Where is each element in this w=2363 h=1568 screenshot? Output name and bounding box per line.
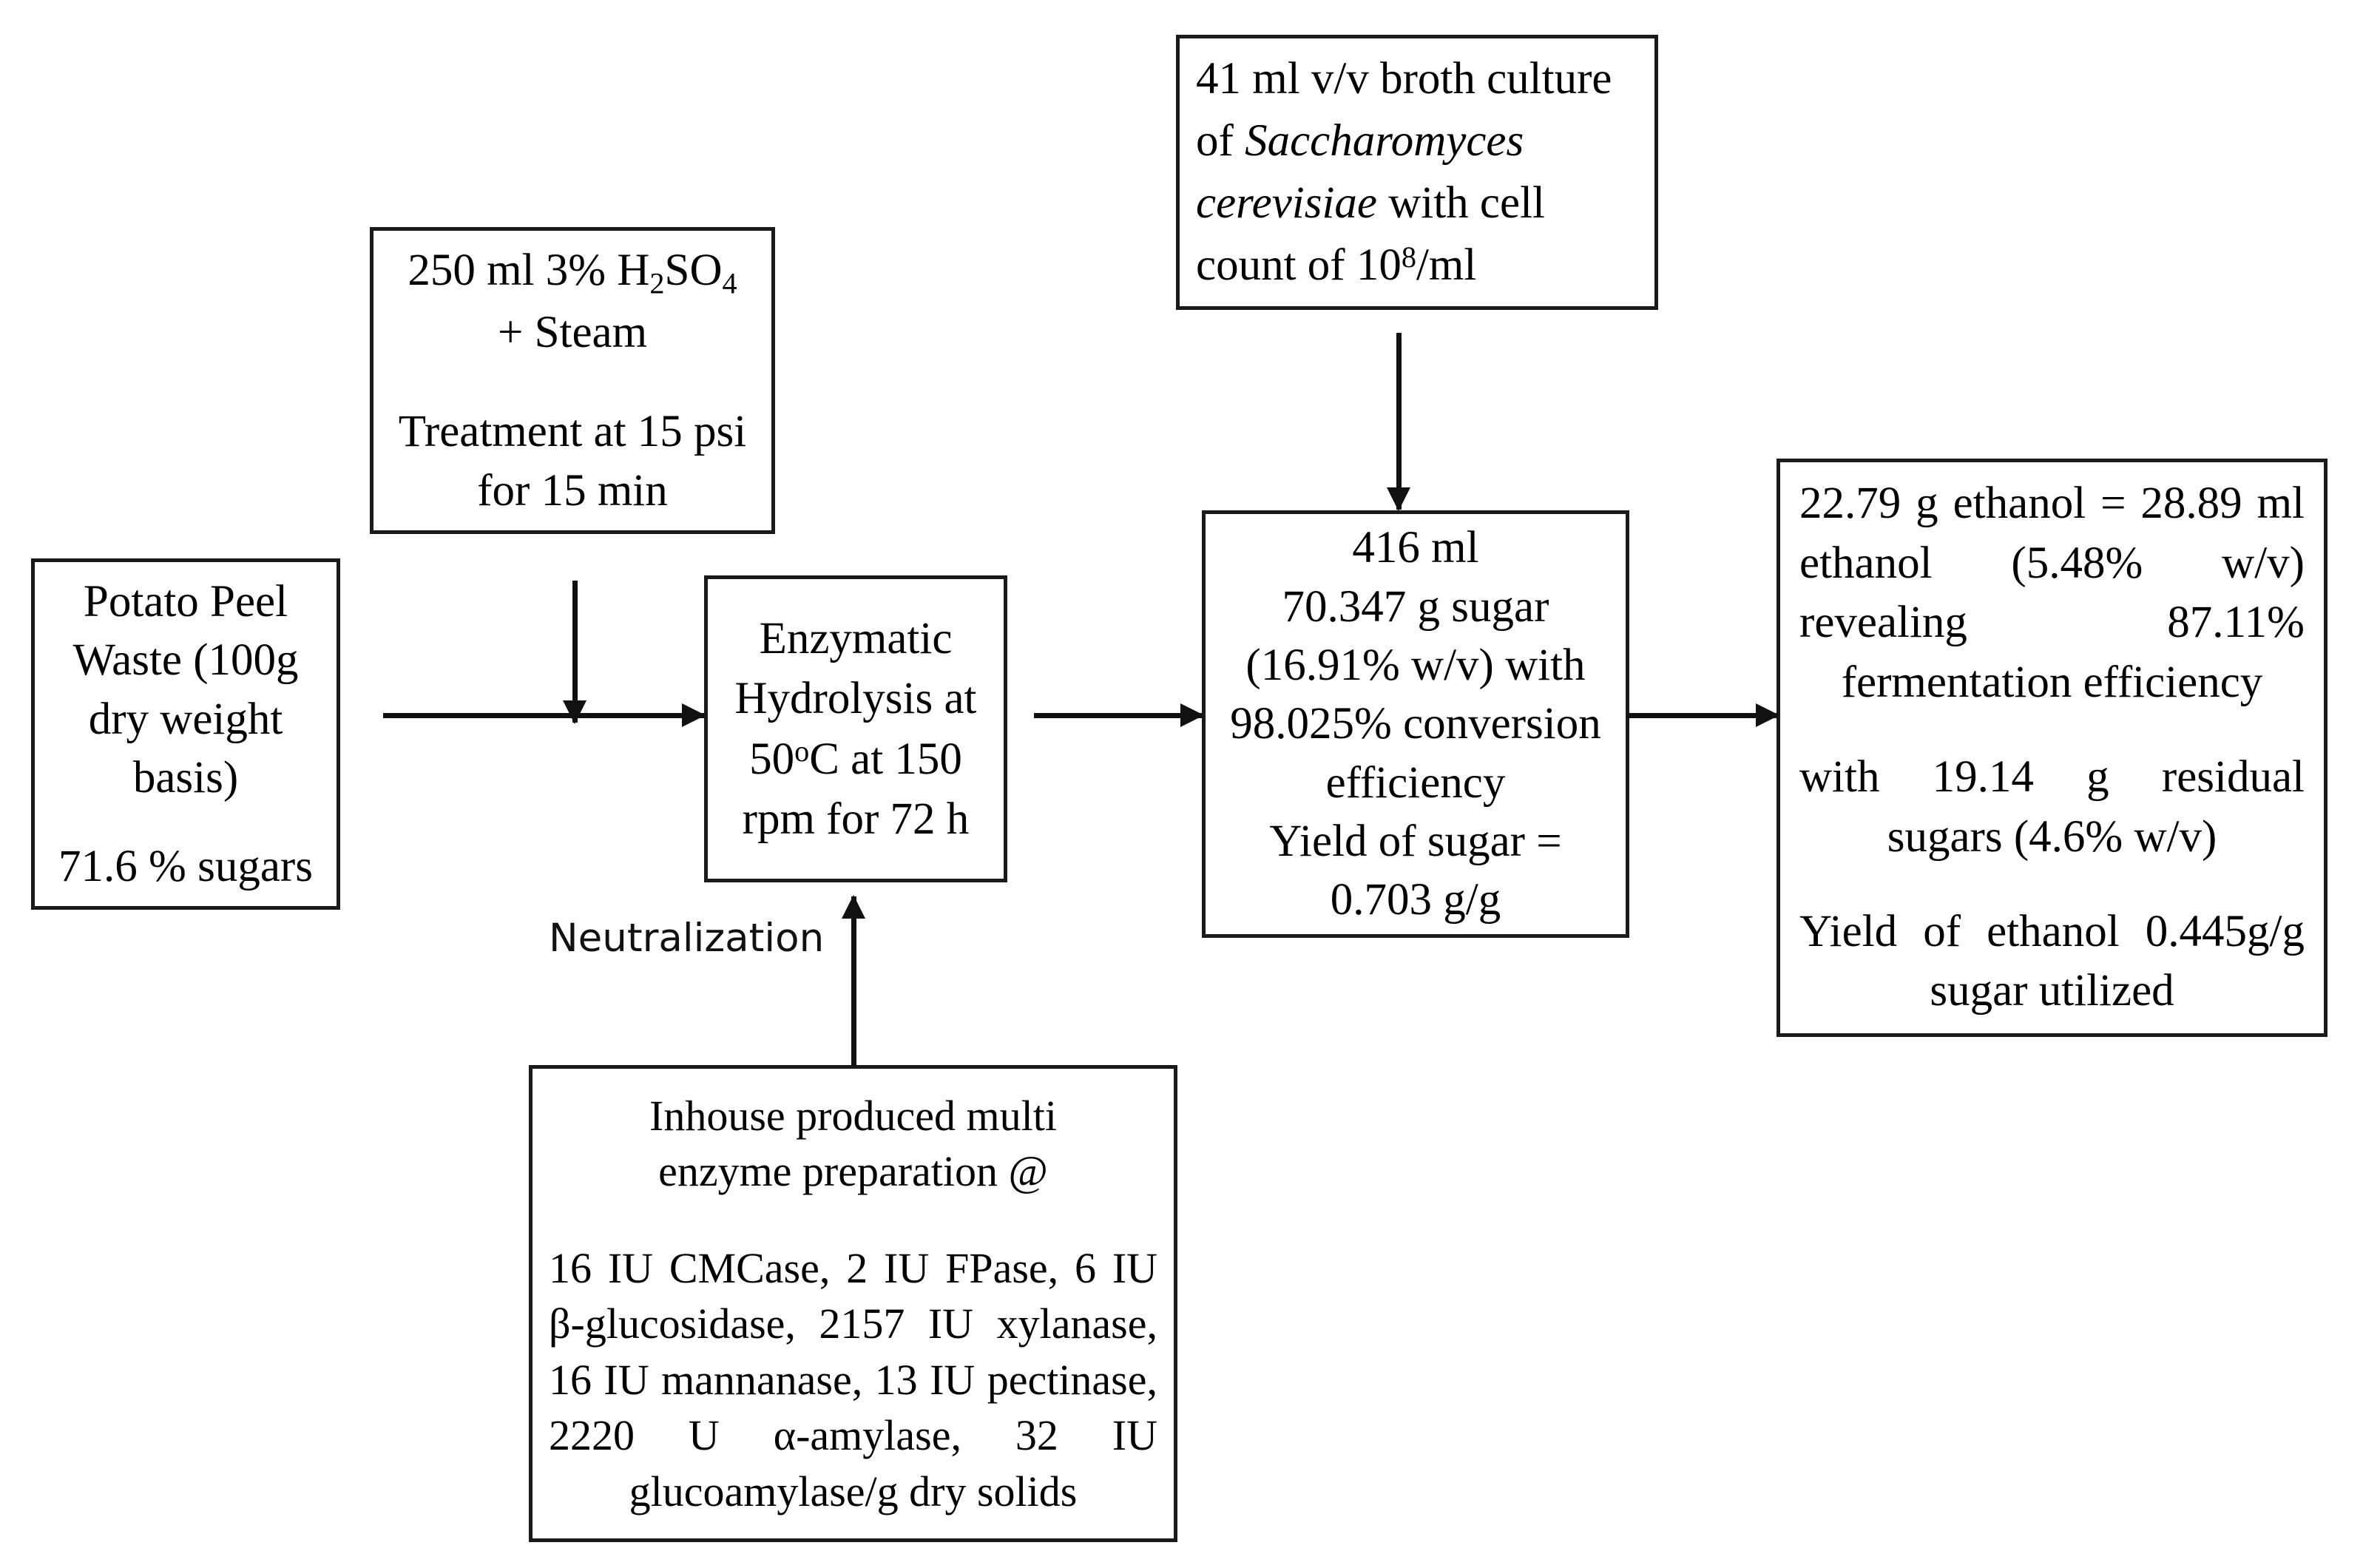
- box-sugar-hydrolysate: 416 ml 70.347 g sugar (16.91% w/v) with …: [1202, 510, 1629, 938]
- arrow-head-right: [1180, 703, 1204, 727]
- potato-line-4: basis): [132, 752, 239, 802]
- box-acid-pretreatment: 250 ml 3% H2SO4 + Steam Treatment at 15 …: [370, 227, 775, 534]
- spacer: [549, 1200, 1157, 1240]
- arrow-sugar-to-ethanol: [1627, 703, 1779, 728]
- yeast-exponent-8: 8: [1401, 240, 1416, 274]
- spacer: [1799, 867, 2305, 902]
- arrow-acid-to-hydrolysis: [562, 581, 587, 724]
- arrow-shaft: [1034, 712, 1203, 718]
- sugar-yield-label: Yield of sugar =: [1269, 816, 1562, 866]
- box-ethanol-results: 22.79 g ethanol = 28.89 ml ethanol (5.48…: [1777, 459, 2327, 1037]
- arrow-shaft: [851, 896, 856, 1067]
- hydrolysis-line-1: Enzymatic: [759, 614, 953, 664]
- arrow-shaft: [1627, 712, 1778, 718]
- sugar-concentration: (16.91% w/v) with: [1245, 641, 1586, 691]
- box-potato-peel-waste: Potato Peel Waste (100g dry weight basis…: [31, 558, 340, 910]
- sugar-volume: 416 ml: [1352, 523, 1479, 573]
- acid-duration-line: for 15 min: [477, 465, 668, 516]
- arrow-yeast-to-sugar: [1386, 333, 1411, 511]
- acid-amount-text: 250 ml 3% H: [408, 246, 650, 295]
- arrow-hydrolysis-to-sugar: [1034, 703, 1204, 728]
- sugar-conversion: 98.025% conversion: [1230, 699, 1601, 749]
- hydrolysis-temp-value: 50: [749, 734, 795, 784]
- ethanol-yield: Yield of ethanol 0.445g/g sugar utilized: [1799, 906, 2305, 1016]
- box-enzyme-preparation: Inhouse produced multi enzyme preparatio…: [529, 1065, 1177, 1542]
- acid-sub-2: 2: [649, 266, 665, 300]
- sugar-mass: 70.347 g sugar: [1282, 581, 1549, 632]
- ethanol-residual-sugars: with 19.14 g residual sugars (4.6% w/v): [1799, 752, 2305, 862]
- arrow-head-right: [682, 703, 706, 727]
- arrow-enzyme-to-hydrolysis: [841, 895, 866, 1067]
- spacer: [387, 362, 758, 403]
- acid-sub-4: 4: [722, 266, 737, 300]
- sugar-efficiency-word: efficiency: [1325, 757, 1506, 808]
- ethanol-main-results: 22.79 g ethanol = 28.89 ml ethanol (5.48…: [1799, 479, 2305, 707]
- acid-steam-line: + Steam: [497, 307, 648, 357]
- potato-line-2: Waste (100g: [72, 635, 299, 686]
- arrow-head-down: [1387, 487, 1410, 511]
- enzyme-heading-line-2: enzyme preparation @: [658, 1147, 1048, 1196]
- yeast-cellcount-text: with cell count of 10: [1196, 178, 1545, 291]
- arrow-shaft: [1396, 333, 1402, 510]
- box-enzymatic-hydrolysis: Enzymatic Hydrolysis at 50oC at 150 rpm …: [704, 575, 1007, 882]
- yeast-unit-text: /ml: [1416, 240, 1477, 291]
- sugar-yield-value: 0.703 g/g: [1330, 875, 1501, 925]
- hydrolysis-temperature-line: 50oC at 150: [718, 729, 993, 789]
- acid-so-text: SO: [664, 246, 723, 295]
- potato-line-3: dry weight: [88, 694, 283, 744]
- hydrolysis-temp-rest: C at 150: [809, 734, 962, 784]
- box-yeast-inoculum: 41 ml v/v broth culture of Saccharomyces…: [1176, 35, 1658, 310]
- potato-line-1: Potato Peel: [83, 577, 288, 626]
- spacer: [47, 807, 325, 837]
- enzyme-activity-list: 16 IU CMCase, 2 IU FPase, 6 IU β-glucosi…: [549, 1243, 1157, 1515]
- arrow-head-up: [842, 895, 865, 919]
- yeast-species-name: Saccharomyces cerevisiae: [1196, 115, 1524, 228]
- arrow-head-right: [1756, 703, 1779, 727]
- arrow-potato-to-hydrolysis: [383, 703, 706, 728]
- hydrolysis-line-2: Hydrolysis at: [734, 674, 977, 724]
- yeast-volume-text: 41 ml v/v broth culture of: [1196, 53, 1612, 166]
- acid-treatment-line: Treatment at 15 psi: [398, 407, 747, 457]
- arrow-shaft: [572, 581, 578, 723]
- label-neutralization: Neutralization: [549, 916, 825, 961]
- potato-sugar-content: 71.6 % sugars: [58, 841, 313, 891]
- yeast-description: 41 ml v/v broth culture of Saccharomyces…: [1196, 48, 1638, 297]
- arrow-shaft: [383, 712, 704, 718]
- enzyme-heading-line-1: Inhouse produced multi: [649, 1092, 1057, 1140]
- spacer: [1799, 712, 2305, 748]
- hydrolysis-line-4: rpm for 72 h: [742, 794, 970, 844]
- acid-formula-line: 250 ml 3% H2SO4: [387, 241, 758, 303]
- degree-symbol: o: [794, 734, 810, 768]
- arrow-head-down: [563, 700, 586, 724]
